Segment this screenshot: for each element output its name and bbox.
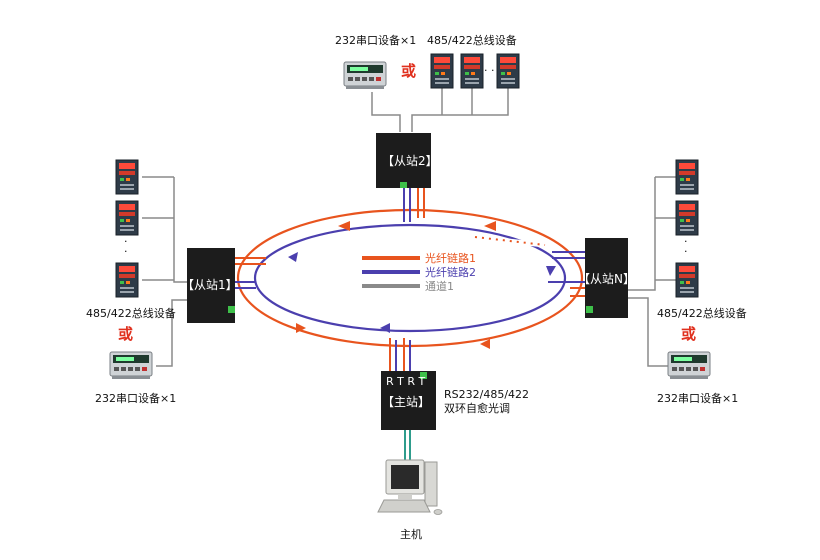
meter-right-1	[675, 159, 699, 195]
left-232-label: 232串口设备×1	[95, 391, 176, 405]
meter-top-3	[496, 53, 520, 89]
serial-device-top	[343, 61, 387, 90]
right-dot-2: ·	[684, 245, 688, 258]
left-or-label: 或	[118, 325, 133, 343]
arrow-orange-bottom	[480, 339, 490, 349]
right-485-label: 485/422总线设备	[657, 306, 747, 320]
arrow-orange-top-right	[484, 221, 496, 231]
slave1-label: 【从站1】	[182, 278, 238, 292]
right-or-label: 或	[681, 325, 696, 343]
master-box	[381, 371, 436, 430]
meter-left-3	[115, 262, 139, 298]
host-computer	[377, 459, 443, 515]
right-dot-1: ·	[684, 235, 688, 248]
master-desc-2: 双环自愈光调	[444, 401, 510, 415]
left-dot-1: ·	[124, 235, 128, 248]
arrow-orange-left	[296, 323, 306, 333]
legend: 光纤链路1 光纤链路2 通道1	[362, 251, 476, 293]
fiber-ring-2	[253, 223, 567, 333]
ring-gap-dots	[469, 234, 546, 248]
fiber-ring-1	[236, 208, 584, 348]
left-485-label: 485/422总线设备	[86, 306, 176, 320]
slaveN-connections	[548, 176, 676, 367]
top-485-label: 485/422总线设备	[427, 33, 517, 47]
meter-right-2	[675, 200, 699, 236]
left-dot-2: ·	[124, 245, 128, 258]
right-232-label: 232串口设备×1	[657, 391, 738, 405]
top-or-label: 或	[401, 62, 416, 80]
arrow-blue-bottom	[380, 323, 390, 333]
meter-top-2	[460, 53, 484, 89]
legend-fiber2: 光纤链路2	[425, 265, 476, 279]
slave2-box	[376, 133, 431, 188]
slave2-label: 【从站2】	[382, 154, 438, 168]
arrow-blue-right	[546, 266, 556, 276]
meter-right-3	[675, 262, 699, 298]
arrow-orange-top	[338, 221, 350, 231]
meter-left-2	[115, 200, 139, 236]
meter-left-1	[115, 159, 139, 195]
arrow-blue-left	[288, 252, 298, 262]
slaveN-label: 【从站N】	[578, 272, 635, 286]
serial-device-left	[109, 351, 153, 380]
slave1-connections	[142, 176, 266, 367]
master-desc-1: RS232/485/422	[444, 388, 529, 401]
host-label: 主机	[400, 527, 422, 541]
serial-device-right	[667, 351, 711, 380]
legend-channel1: 通道1	[425, 279, 454, 293]
master-label: 【主站】	[382, 395, 430, 409]
slave2-connections	[371, 88, 509, 222]
slave1-box	[187, 248, 235, 323]
master-rt-label: R T R T	[386, 375, 425, 388]
legend-fiber1: 光纤链路1	[425, 251, 476, 265]
slaveN-box	[585, 238, 628, 318]
meter-top-1	[430, 53, 454, 89]
top-232-label: 232串口设备×1	[335, 33, 416, 47]
